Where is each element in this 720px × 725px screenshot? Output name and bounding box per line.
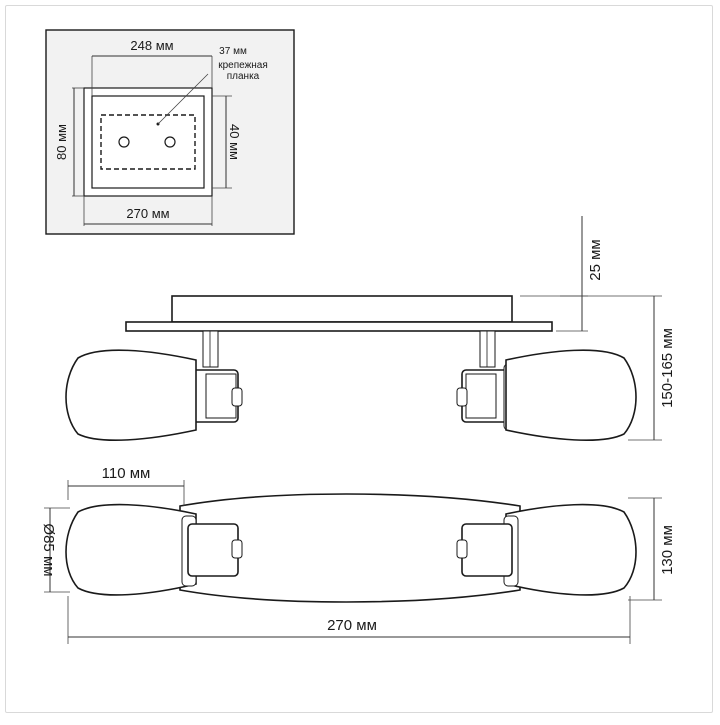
left-shade-side	[65, 349, 197, 442]
inset-mounting-plate: 248 мм 37 мм крепежная планка 80 мм 40 м…	[45, 29, 295, 235]
plan-shade-length-label: 110 мм	[102, 465, 151, 482]
inset-offset-label: 37 мм	[219, 46, 247, 57]
right-knob-plan	[456, 539, 468, 559]
inset-top-width-label: 248 мм	[130, 38, 173, 53]
plan-diameter-label: Ø85 мм	[40, 523, 57, 576]
inset-mount-label-1: крепежная	[218, 60, 268, 71]
right-shade-side	[505, 349, 637, 442]
frame-border	[5, 5, 713, 713]
side-mount-bar	[125, 321, 553, 332]
inset-base-inner	[91, 95, 205, 189]
plan-body-bar	[179, 493, 521, 603]
inset-left-height-label: 80 мм	[54, 124, 69, 160]
screw-hole-left	[118, 136, 130, 148]
inset-mount-label-2: планка	[227, 71, 260, 82]
right-stem	[479, 330, 496, 368]
plan-width-label: 130 мм	[659, 525, 676, 575]
side-top-height-label: 25 мм	[587, 239, 604, 280]
plan-view: 110 мм Ø85 мм 130 мм 270 мм	[40, 465, 676, 644]
mount-leader	[157, 73, 209, 125]
screw-hole-right	[164, 136, 176, 148]
left-knob-plan	[231, 539, 243, 559]
right-knob	[456, 387, 468, 407]
side-view: 25 мм 150-165 мм	[65, 216, 676, 442]
left-knob	[231, 387, 243, 407]
side-total-height-label: 150-165 мм	[659, 328, 676, 408]
plan-length-label: 270 мм	[327, 617, 377, 634]
left-shade-plan	[65, 503, 197, 596]
inset-bottom-width-label: 270 мм	[126, 206, 169, 221]
right-shade-plan	[505, 503, 637, 596]
inset-right-height-label: 40 мм	[227, 124, 242, 160]
left-stem	[202, 330, 219, 368]
inset-mounting-bar	[100, 114, 196, 170]
